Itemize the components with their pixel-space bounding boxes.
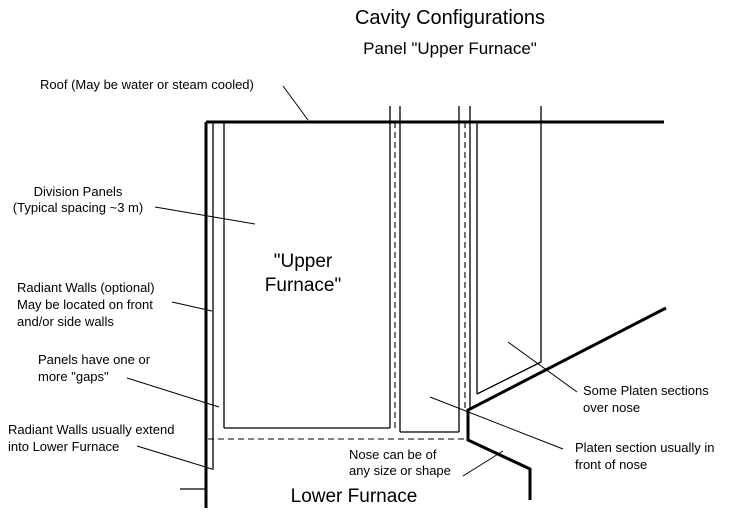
nose-label-line2: any size or shape (349, 463, 451, 478)
division-panels-label-line1: Division Panels (34, 184, 123, 199)
platen-over-label-line2: over nose (583, 400, 640, 415)
platen-front-label-line1: Platen section usually in (575, 440, 714, 455)
platen-front-leader (429, 396, 564, 450)
radiant-optional-label-line3: and/or side walls (17, 314, 114, 329)
panels-gaps-label-line2: more "gaps" (38, 369, 109, 384)
radiant-optional-label-line1: Radiant Walls (optional) (17, 280, 155, 295)
division-panels-leader (154, 206, 256, 225)
platen-front-label-line2: front of nose (575, 457, 647, 472)
diagram-title: Cavity Configurations (355, 7, 545, 29)
upper-furnace-label-line2: Furnace" (265, 275, 341, 296)
roof-leader (282, 85, 309, 121)
radiant-extend-leader (136, 445, 213, 470)
platen-over-label-line1: Some Platen sections (583, 383, 709, 398)
platen-bottom-slope (476, 361, 542, 395)
panels-gaps-leader (126, 377, 220, 408)
platen-over-leader (507, 341, 578, 393)
roof-label: Roof (May be water or steam cooled) (40, 77, 254, 92)
division-panels-label-line2: (Typical spacing ~3 m) (13, 200, 143, 215)
nose-label-line1: Nose can be of (349, 447, 437, 462)
nose-rear-wall (466, 306, 667, 500)
radiant-optional-label-line2: May be located on front (17, 297, 153, 312)
radiant-extend-label-line1: Radiant Walls usually extend (8, 422, 174, 437)
nose-leader (462, 450, 504, 477)
radiant-extend-label-line2: into Lower Furnace (8, 439, 119, 454)
lower-furnace-label: Lower Furnace (291, 486, 418, 507)
diagram-subtitle: Panel "Upper Furnace" (363, 39, 537, 58)
radiant-optional-leader (171, 301, 213, 312)
panels-gaps-label-line1: Panels have one or (38, 352, 151, 367)
upper-furnace-label-line1: "Upper (274, 251, 333, 272)
